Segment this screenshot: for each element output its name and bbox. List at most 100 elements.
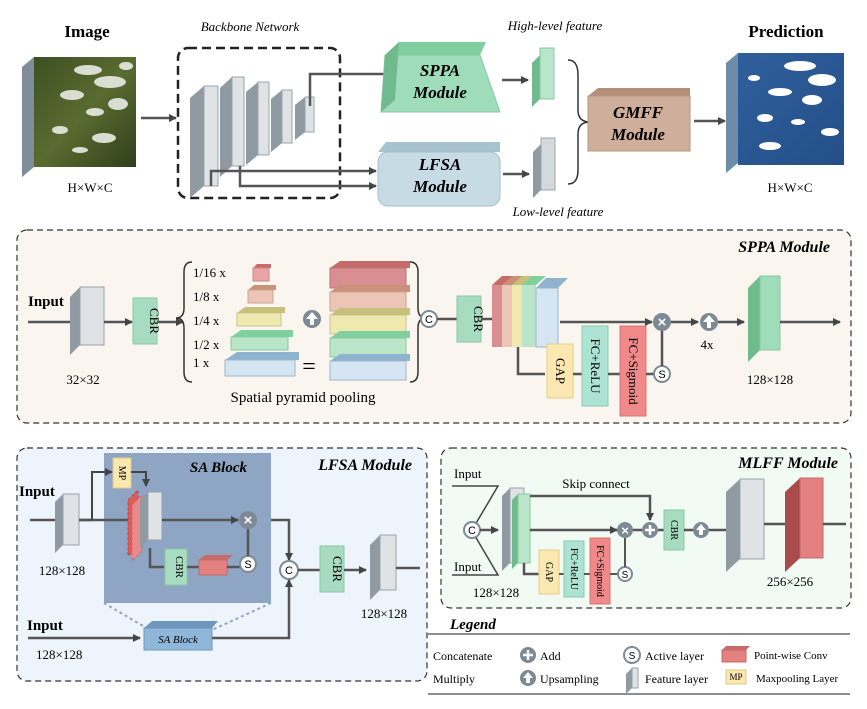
mlff-attention-line xyxy=(522,563,539,576)
scale-1: 1 x xyxy=(193,355,210,370)
mlff-add-icon xyxy=(642,522,658,538)
legend-add: Add xyxy=(540,649,561,663)
mp-label: MP xyxy=(116,466,127,481)
mlff-panel-title: MLFF Module xyxy=(737,455,838,472)
prediction-image xyxy=(726,53,844,173)
lfsa-input2-size: 128×128 xyxy=(36,647,82,662)
sppa-panel-title: SPPA Module xyxy=(738,239,830,256)
legend-active-layer: Active layer xyxy=(645,649,704,663)
sppa-output-size: 128×128 xyxy=(747,372,793,387)
arrow-mp-to-pw xyxy=(131,471,150,487)
image-title: Image xyxy=(64,22,110,41)
sppa-cbr2-box xyxy=(456,295,482,343)
lfsa-branch-to-mp xyxy=(91,468,113,520)
lfsa-input1-size: 128×128 xyxy=(39,563,85,578)
sa-projection-right xyxy=(211,602,272,631)
legend-multiply: Multiply xyxy=(433,672,475,686)
mlff-skip-line xyxy=(530,494,654,521)
upsample-icon xyxy=(303,310,321,328)
lfsa-pointwise-conv xyxy=(198,555,233,576)
legend-mp-label: MP xyxy=(729,672,742,682)
sppa-upsample-icon xyxy=(700,313,718,331)
lfsa-multiply-icon xyxy=(239,511,257,529)
lfsa-pointwise-stack xyxy=(127,488,163,563)
sppa-output-feature xyxy=(748,275,781,362)
mlff-concat-feature xyxy=(502,487,531,571)
mlff-fc-relu-label: FC+ReLU xyxy=(568,548,579,591)
mlff-active-symbol: S xyxy=(622,570,629,581)
mlff-gap-label: GAP xyxy=(543,562,554,582)
sppa-fc-sigmoid-box xyxy=(619,325,647,417)
lfsa-panel-title: LFSA Module xyxy=(317,457,412,474)
legend-pointwise: Point-wise Conv xyxy=(754,650,828,662)
mlff-gap-box xyxy=(538,549,560,595)
skip-connect-label: Skip connect xyxy=(562,476,630,491)
lfsa-module-shape xyxy=(377,142,501,207)
sa-projection-left xyxy=(103,602,151,631)
mlff-multiply-symbol: × xyxy=(621,523,629,538)
legend-upsampling-icon xyxy=(520,670,536,686)
mlff-output-size: 256×256 xyxy=(767,574,814,589)
gmff-label-line1: GMFF xyxy=(613,103,664,122)
image-size-label: H×W×C xyxy=(68,180,113,195)
sppa-concat-symbol: C xyxy=(425,314,433,326)
mlff-input-top: Input xyxy=(454,466,482,481)
lfsa-output-feature xyxy=(370,534,397,600)
sppa-cbr1-box xyxy=(132,297,158,345)
lfsa-cbr-out-box xyxy=(319,545,345,593)
mlff-fc-sigmoid-box xyxy=(589,537,611,605)
legend-active-glyph: S xyxy=(629,651,636,662)
sppa-equals: = xyxy=(302,354,316,380)
scale-1-16: 1/16 x xyxy=(193,265,226,280)
arrow-backbone-to-lfsa-1 xyxy=(209,167,377,186)
lfsa-multiply-symbol: × xyxy=(244,512,253,529)
legend-mp-box xyxy=(725,669,747,685)
sppa-input-label: Input xyxy=(28,294,64,310)
scale-1-8: 1/8 x xyxy=(193,289,220,304)
sppa-fc-sigmoid-label: FC+Sigmoid xyxy=(626,337,641,405)
sppa-fc-relu-label: FC+ReLU xyxy=(588,338,603,394)
small-sa-block-label: SA Block xyxy=(158,634,199,646)
sppa-multiply-symbol: × xyxy=(658,314,667,331)
sppa-cbr1-label: CBR xyxy=(147,308,162,334)
high-level-feature-label: High-level feature xyxy=(507,18,603,33)
gmff-label-line2: Module xyxy=(610,125,665,144)
stacked-upsampled-blocks xyxy=(329,261,410,381)
backbone-frame xyxy=(176,46,342,200)
legend-maxpool: Maxpooling Layer xyxy=(756,673,839,685)
legend-add-icon xyxy=(520,647,536,663)
sppa-module-shape xyxy=(380,42,501,113)
arrow-backbone-to-lfsa-2 xyxy=(238,166,377,190)
lfsa-label-line2: Module xyxy=(412,177,467,196)
pooling-caption: Spatial pyramid pooling xyxy=(231,390,376,406)
lfsa-label-line1: LFSA xyxy=(418,155,462,174)
sa-block-title: SA Block xyxy=(190,460,248,476)
sppa-gap-box xyxy=(546,343,574,399)
mlff-input-bottom: Input xyxy=(454,559,482,574)
low-level-feature-label: Low-level feature xyxy=(512,204,604,219)
mlff-upsample-icon xyxy=(693,522,709,538)
mlff-chevron-top xyxy=(452,485,500,526)
lfsa-cbr-out-label: CBR xyxy=(330,556,345,582)
pyramid-blocks xyxy=(224,264,299,377)
legend-pointwise-icon xyxy=(721,646,750,663)
lfsa-input2-label: Input xyxy=(27,618,63,634)
lfsa-attention-line xyxy=(148,548,164,569)
prediction-size-label: H×W×C xyxy=(768,180,813,195)
sppa-attention-line xyxy=(516,347,545,376)
sppa-multiply-icon xyxy=(653,313,671,331)
sppa-label-line2: Module xyxy=(412,83,467,102)
sppa-multichannel-feature xyxy=(492,276,568,348)
lfsa-active-symbol: S xyxy=(244,559,251,571)
sppa-label-line1: SPPA xyxy=(420,61,460,80)
low-level-feature-block xyxy=(533,137,556,198)
legend-feature-layer-icon xyxy=(626,667,639,694)
lfsa-concat-symbol: C xyxy=(285,565,293,577)
mlff-fc-relu-box xyxy=(563,540,585,598)
sppa-gap-label: GAP xyxy=(553,358,568,384)
mlff-chevron-bottom xyxy=(452,535,500,576)
backbone-label: Backbone Network xyxy=(201,19,300,34)
arrow-backbone-to-sppa xyxy=(308,70,393,106)
scale-1-2: 1/2 x xyxy=(193,337,220,352)
